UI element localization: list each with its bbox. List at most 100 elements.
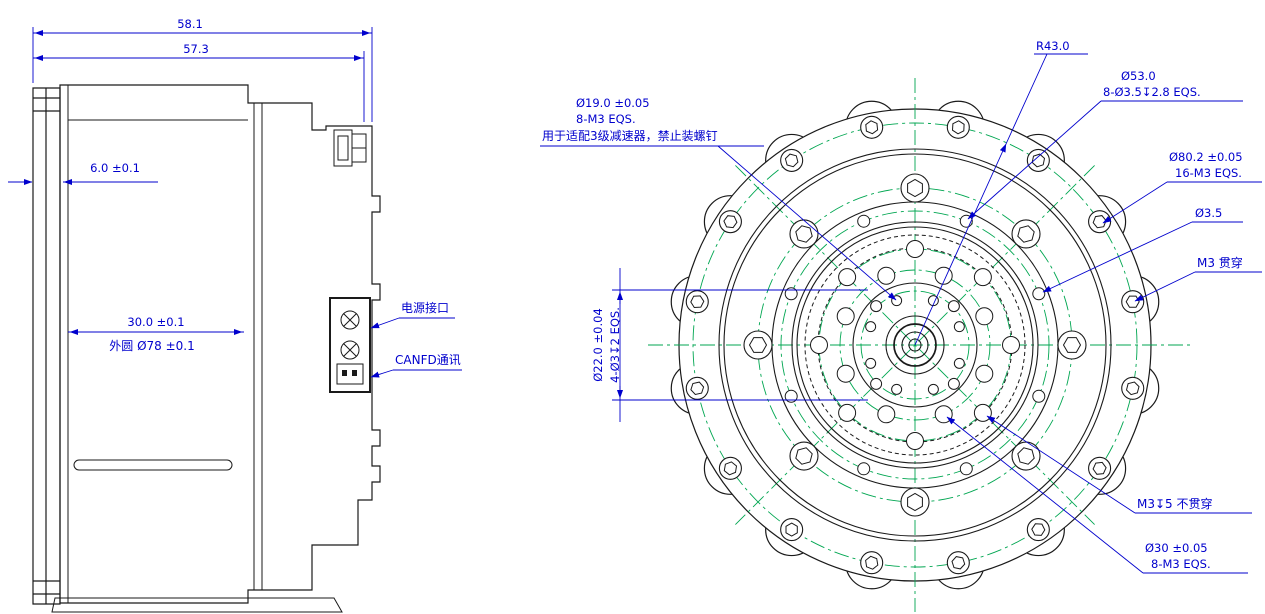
- socket-screw-head: [789, 219, 819, 249]
- flange-bolt-hole: [1026, 518, 1050, 542]
- hex-socket: [865, 120, 879, 135]
- flange-bolt-hole: [718, 456, 742, 480]
- d22-line1-text: Ø22.0 ±0.04: [591, 308, 605, 382]
- d53-line1-text: Ø53.0: [1121, 69, 1156, 83]
- socket-screw-head: [1011, 219, 1041, 249]
- housing-inner-lines: [67, 85, 263, 603]
- hole-d22: [870, 300, 883, 313]
- ring: [901, 331, 929, 359]
- hole-d35: [784, 389, 798, 403]
- ring: [885, 315, 945, 375]
- ring: [723, 153, 1107, 537]
- d35-text: Ø3.5: [1195, 206, 1222, 220]
- hex-socket: [795, 447, 813, 465]
- dim-total-width-text: 58.1: [177, 17, 203, 31]
- d19-line3-text: 用于适配3级减速器，禁止装螺钉: [542, 129, 718, 143]
- d80-line1-text: Ø80.2 ±0.05: [1169, 150, 1243, 164]
- d19-line2-text: 8-M3 EQS.: [576, 112, 636, 126]
- ring: [908, 338, 922, 352]
- hole-m3-blind: [973, 268, 992, 287]
- hex-socket: [865, 555, 879, 570]
- hole-d35: [784, 287, 798, 301]
- hole-d22: [870, 377, 883, 390]
- leader-arrow: [370, 369, 394, 378]
- socket-screw-head: [1011, 441, 1041, 471]
- hex-socket: [1017, 447, 1035, 465]
- canfd-pin-1: [342, 370, 347, 376]
- radius-leader: [914, 143, 1007, 346]
- hole-d30-m3: [836, 364, 855, 383]
- hex-socket: [784, 153, 799, 168]
- leader-arrow: [967, 100, 1102, 220]
- ring: [791, 221, 1039, 469]
- connector-block-outline: [329, 297, 371, 393]
- extension-lines: [32, 27, 373, 122]
- flange-bolt-hole: [718, 210, 742, 234]
- leader-arrow: [986, 415, 1136, 514]
- bolt-circle: [780, 210, 1050, 480]
- flange-bolt-hole: [860, 115, 884, 139]
- hole-d19-m3: [891, 383, 903, 395]
- ring: [718, 148, 1112, 542]
- hole-d35: [959, 462, 973, 476]
- hex-socket: [785, 522, 798, 537]
- power-terminal-1: [340, 310, 360, 330]
- socket-screw-head: [1057, 330, 1087, 360]
- canfd-connector: [336, 363, 364, 385]
- hex-socket: [723, 461, 738, 476]
- socket-screw-head: [900, 173, 930, 203]
- d30-line1-text: Ø30 ±0.05: [1145, 541, 1208, 555]
- flange-bolt-hole: [946, 115, 970, 139]
- hex-socket: [1031, 523, 1046, 536]
- hex-socket: [690, 381, 705, 396]
- flange-bolt-hole: [860, 551, 884, 575]
- socket-screw-head: [743, 330, 773, 360]
- leader-arrow: [1102, 181, 1168, 224]
- ring: [893, 323, 937, 367]
- front-view-geometry: [648, 78, 1190, 612]
- hole-d19-m3: [927, 383, 939, 395]
- ring: [796, 226, 1034, 464]
- connector-block: [329, 297, 371, 393]
- front-view-annotations: R43.0 Ø53.0 8-Ø3.5↧2.8 EQS. Ø19.0 ±0.05 …: [540, 39, 1262, 574]
- hex-socket: [1092, 215, 1107, 229]
- hole-d22: [947, 300, 960, 313]
- hex-socket: [907, 492, 923, 512]
- dim-flange-thickness-text: 6.0 ±0.1: [90, 161, 140, 175]
- d22-line2-text: 4-Ø3↧2 EQS.: [608, 307, 622, 383]
- hole-m3-blind: [810, 336, 828, 354]
- power-port-label: 电源接口: [401, 300, 449, 315]
- hex-socket: [690, 295, 705, 309]
- canfd-pin-2: [352, 370, 357, 376]
- hole-m3-blind: [906, 240, 924, 258]
- hex-socket: [748, 337, 768, 353]
- housing-slot: [73, 459, 233, 471]
- bolt-circle: [692, 122, 1138, 568]
- flange-bolt-hole: [1121, 290, 1145, 314]
- bolt-circle: [860, 290, 970, 400]
- m3-blind-text: M3↧5 不贯穿: [1137, 496, 1213, 511]
- flange-bolt-hole: [780, 148, 804, 172]
- hex-socket: [1017, 225, 1035, 243]
- hole-m3-blind: [1002, 336, 1020, 354]
- hole-d30-m3: [877, 266, 896, 285]
- hole-d30-m3: [975, 307, 994, 326]
- d53-line2-text: 8-Ø3.5↧2.8 EQS.: [1103, 85, 1201, 99]
- flange-plate-outline: [32, 87, 61, 605]
- hole-m3-blind: [906, 432, 924, 450]
- dim-outer-circle-text: 外圆 Ø78 ±0.1: [109, 339, 194, 353]
- power-terminal-2-cross: [343, 343, 357, 357]
- hole-m3-blind: [973, 403, 992, 422]
- dim-inner-width-text: 30.0 ±0.1: [127, 315, 184, 329]
- hole-d19-m3: [865, 357, 877, 369]
- flange-bolt-hole: [685, 290, 709, 314]
- hole-m3-blind: [838, 403, 857, 422]
- front-view: R43.0 Ø53.0 8-Ø3.5↧2.8 EQS. Ø19.0 ±0.05 …: [540, 39, 1262, 612]
- leader-arrow: [1042, 221, 1193, 293]
- hole-d19-m3: [865, 321, 877, 333]
- side-view: 58.1 57.3 6.0 ±0.1 30.0 ±0.1 外圆 Ø78 ±0.1…: [8, 17, 462, 613]
- hole-d35: [1032, 287, 1046, 301]
- hex-socket: [723, 215, 738, 229]
- housing-outline: [59, 84, 381, 604]
